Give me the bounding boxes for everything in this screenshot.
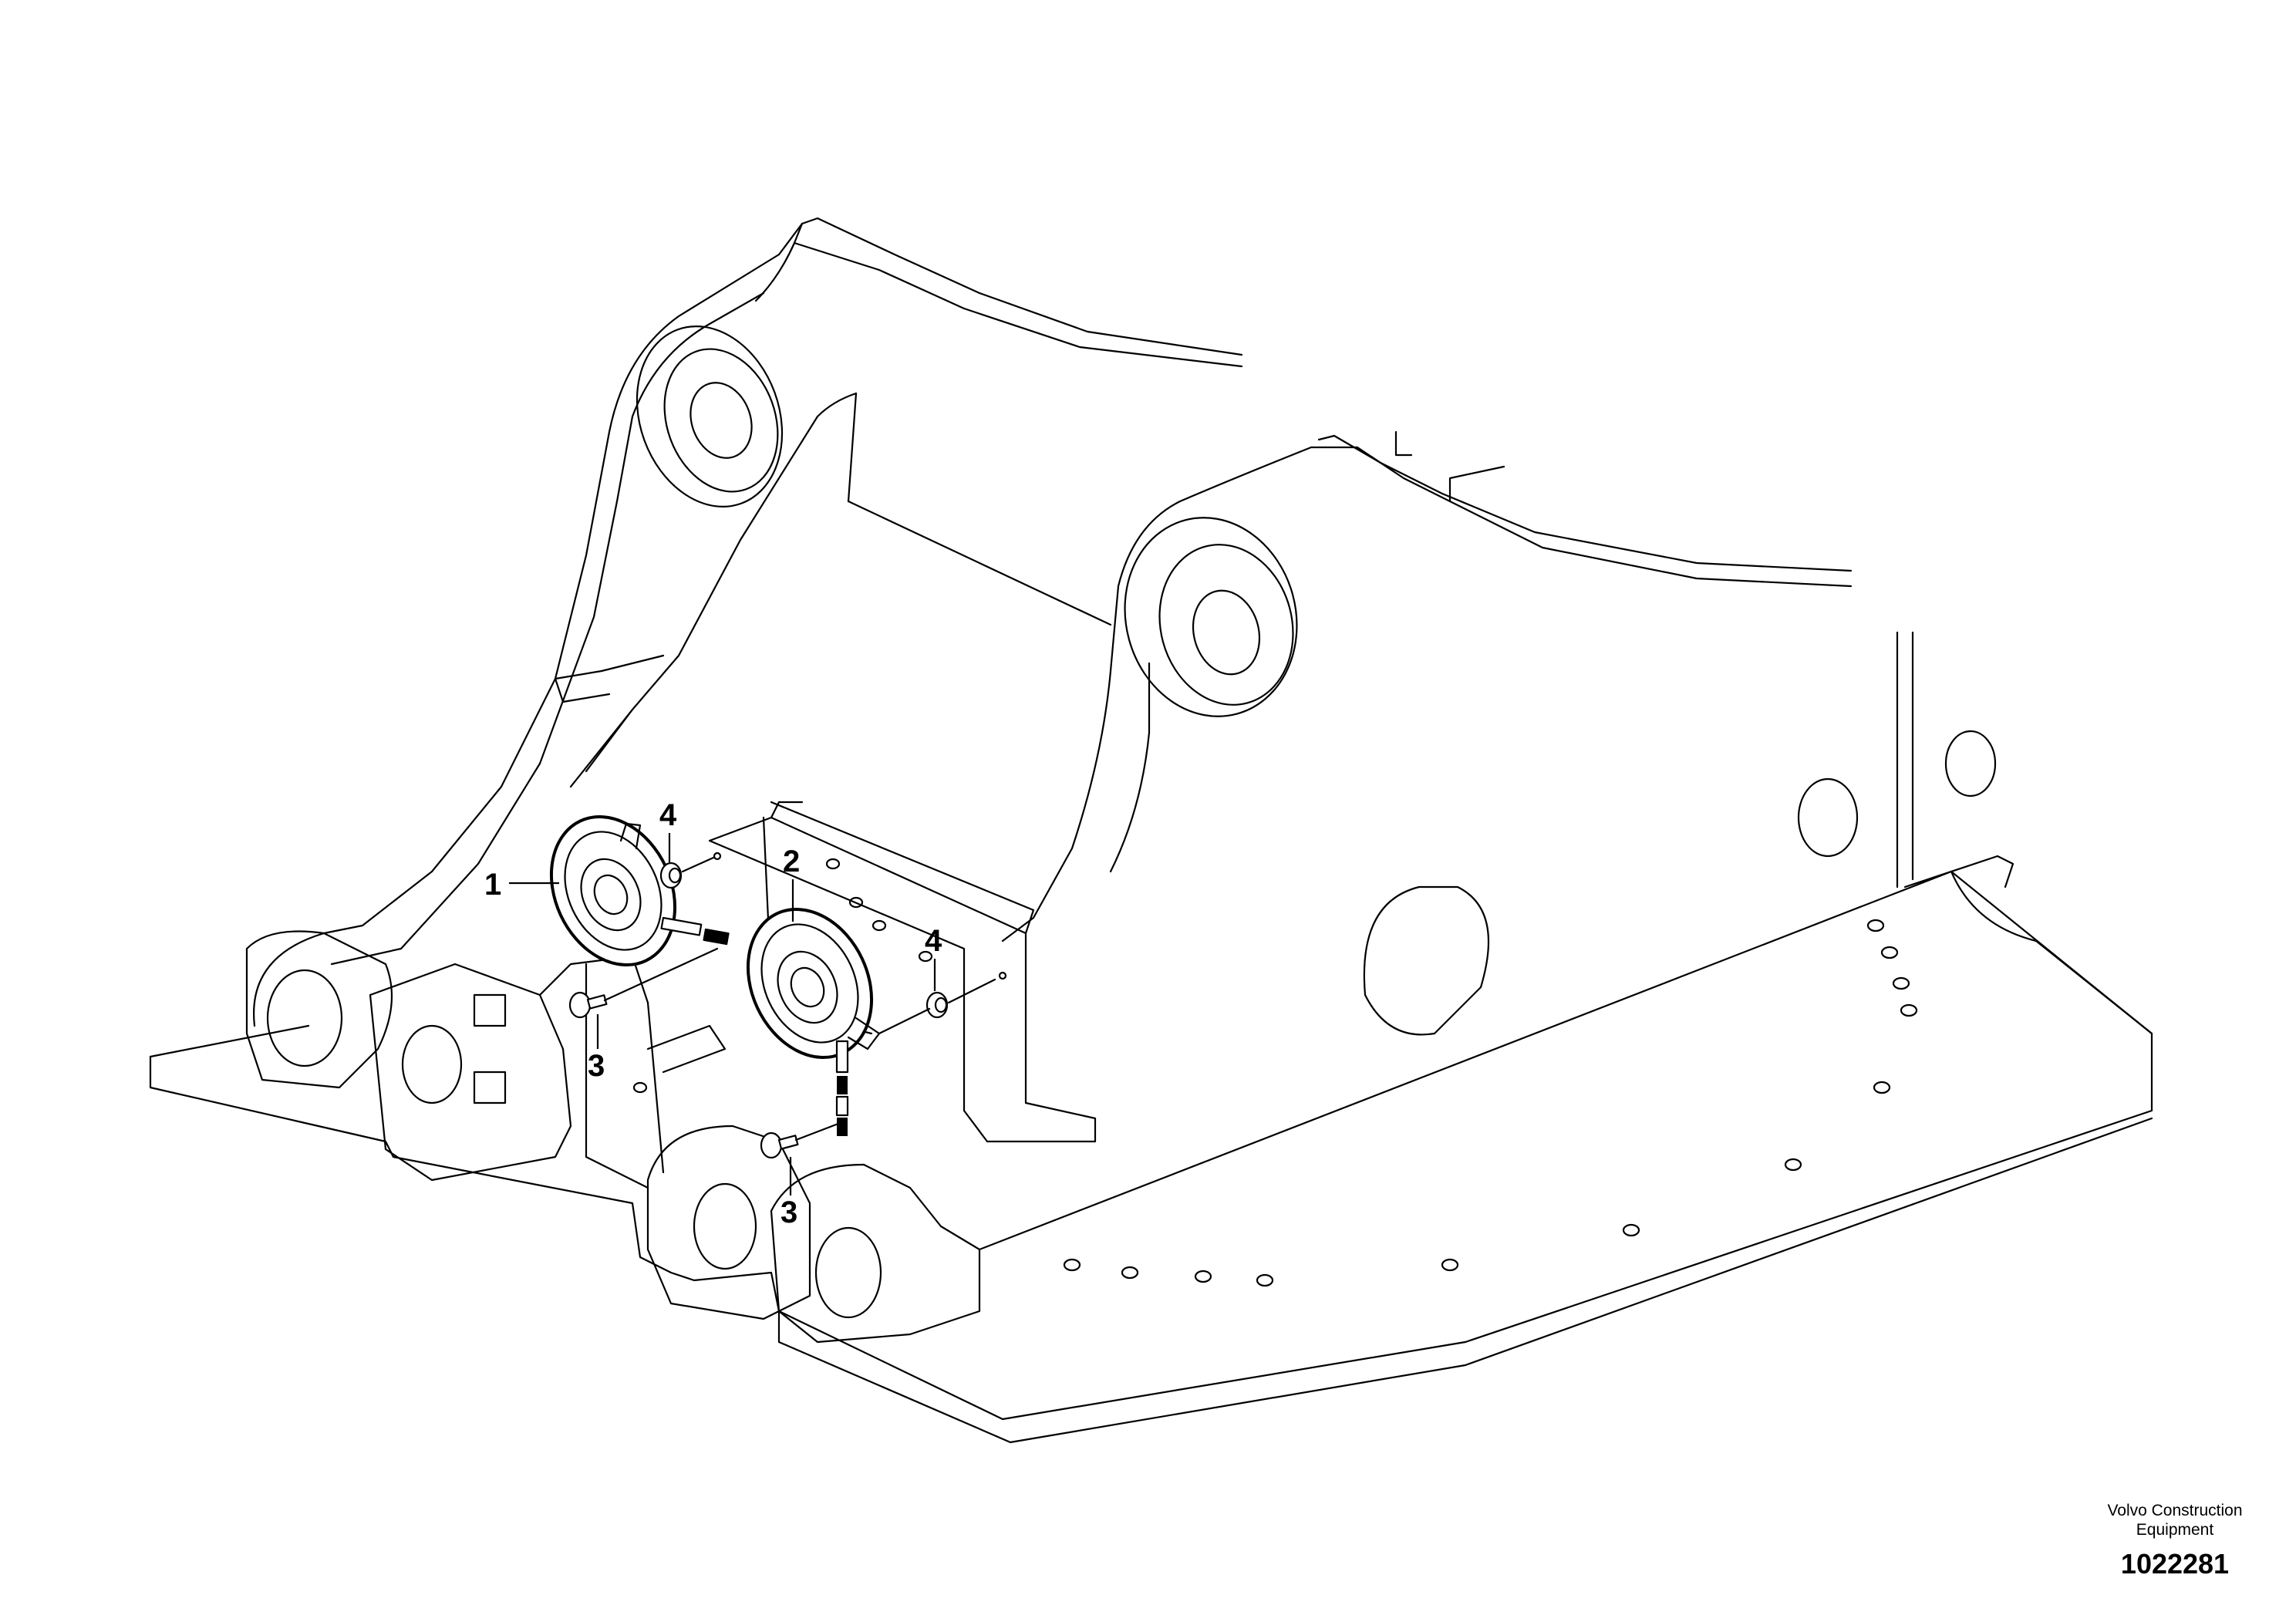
upper-left-pin-boss bbox=[636, 325, 784, 508]
horn-part-2 bbox=[746, 907, 881, 1136]
frame-side-openings bbox=[1363, 730, 1997, 1036]
callout-4-left: 4 bbox=[659, 798, 677, 832]
callout-2: 2 bbox=[783, 845, 800, 878]
callout-3-left: 3 bbox=[588, 1049, 605, 1083]
frame-body bbox=[253, 217, 1914, 1027]
nut-part-4-left bbox=[659, 851, 722, 889]
company-name-line1: Volvo Construction bbox=[2107, 1502, 2242, 1519]
callout-4-right: 4 bbox=[925, 924, 942, 958]
plate-mounting-holes bbox=[632, 858, 1918, 1287]
footer-credit: Volvo Construction Equipment 1022281 bbox=[2107, 1502, 2242, 1580]
document-number: 1022281 bbox=[2121, 1548, 2229, 1580]
bolt-part-3-right bbox=[760, 1121, 844, 1159]
callouts: 1 2 3 3 4 4 bbox=[484, 798, 942, 1229]
lower-right-coupling bbox=[646, 1125, 981, 1344]
upper-right-pin-boss bbox=[1124, 517, 1298, 717]
callout-1: 1 bbox=[484, 868, 501, 902]
nut-part-4-right bbox=[878, 971, 1007, 1035]
callout-3-right: 3 bbox=[781, 1195, 797, 1229]
company-name-line2: Equipment bbox=[2136, 1521, 2214, 1539]
horn-part-1 bbox=[549, 814, 730, 967]
frame-base-plate bbox=[149, 855, 2153, 1444]
bolt-part-3-left bbox=[568, 947, 719, 1019]
